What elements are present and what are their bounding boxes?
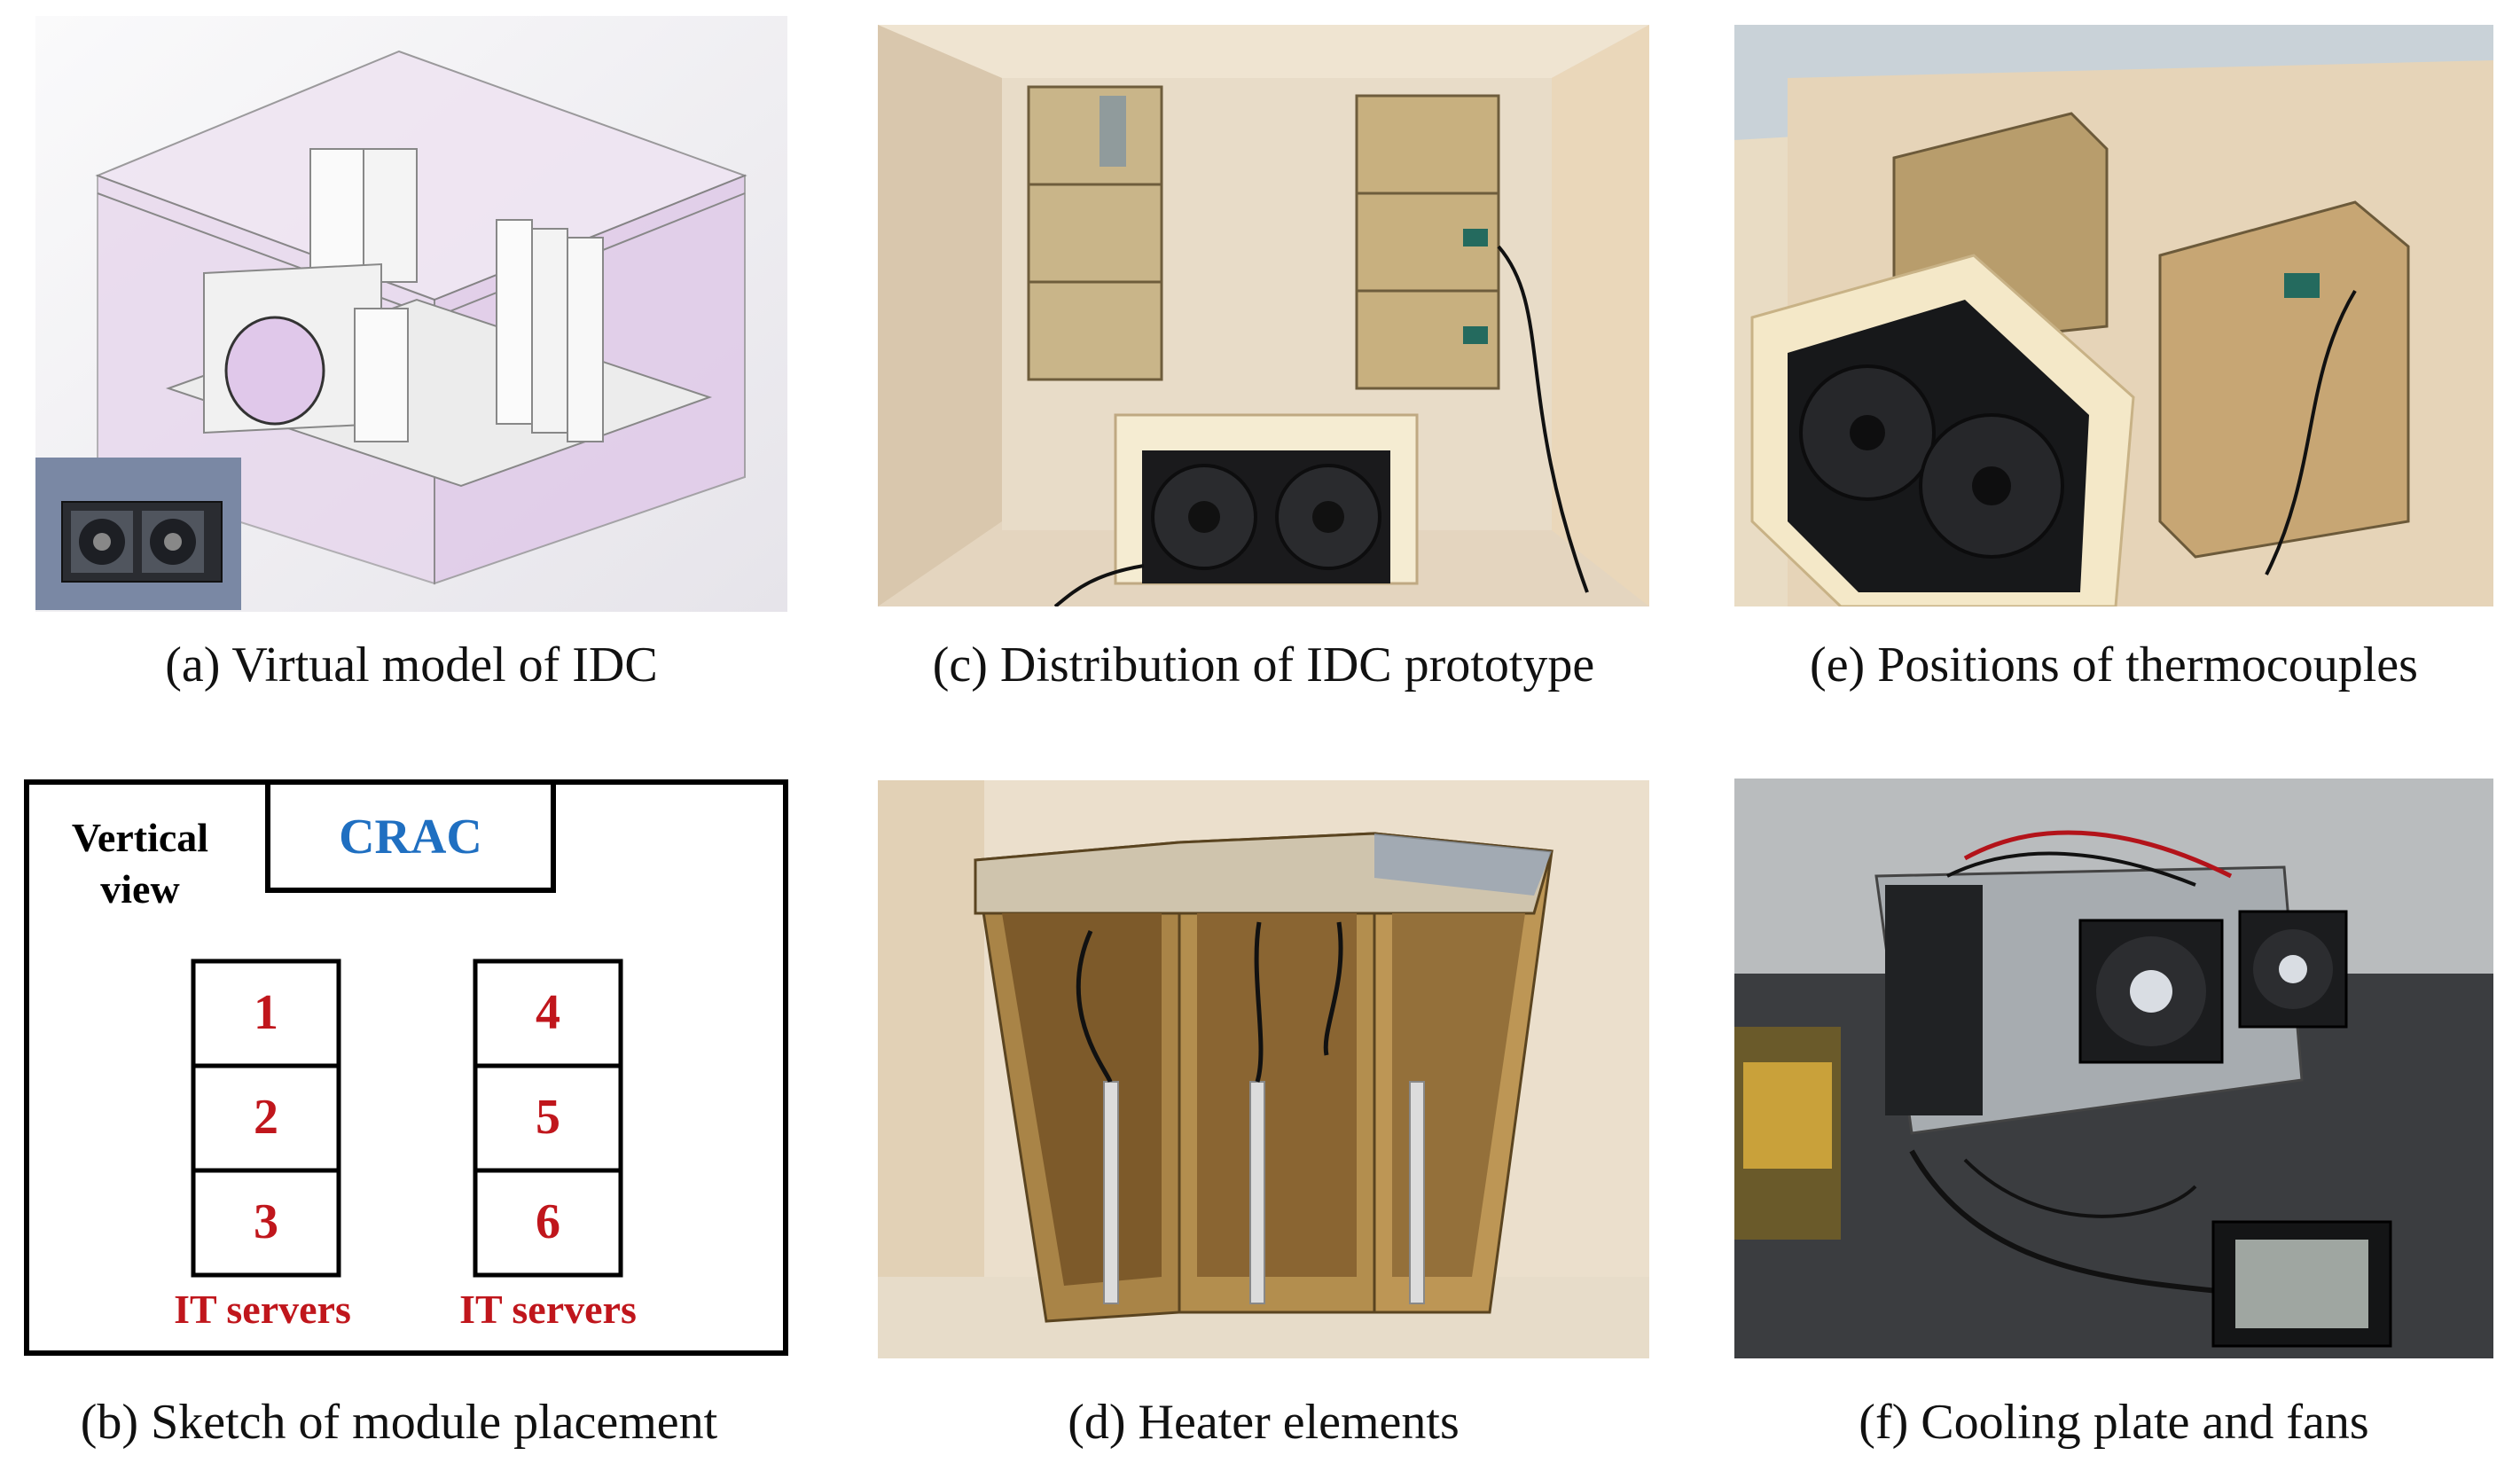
caption-a: (a) Virtual model of IDC (165, 638, 658, 693)
cooling-plate-image (1734, 779, 2493, 1358)
heater-elements-image (878, 780, 1649, 1358)
it-servers-label-right: IT servers (459, 1287, 637, 1332)
caption-b: (b) Sketch of module placement (80, 1395, 718, 1450)
caption-e: (e) Positions of thermocouples (1810, 638, 2418, 693)
caption-c: (c) Distribution of IDC prototype (932, 638, 1595, 693)
server-slot-1 (191, 959, 341, 1068)
module-placement-sketch: Vertical view CRAC 1 2 3 4 5 6 IT server… (23, 779, 789, 1357)
server-slot-5 (473, 1063, 623, 1173)
server-label-2: 2 (254, 1090, 278, 1145)
module-inset-image (35, 458, 241, 610)
view-label-line2: view (100, 866, 179, 912)
server-slot-4 (473, 959, 623, 1068)
server-label-1: 1 (254, 985, 278, 1040)
caption-d: (d) Heater elements (1068, 1395, 1460, 1450)
server-slot-3 (191, 1168, 341, 1278)
crac-box (265, 779, 556, 893)
server-slot-6 (473, 1168, 623, 1278)
server-label-3: 3 (254, 1194, 278, 1249)
thermocouple-positions-image (1734, 25, 2493, 606)
server-label-5: 5 (536, 1090, 560, 1145)
server-label-6: 6 (536, 1194, 560, 1249)
crac-label: CRAC (339, 810, 482, 865)
server-label-4: 4 (536, 985, 560, 1040)
view-label-line1: Vertical (72, 815, 208, 860)
prototype-distribution-image (878, 25, 1649, 606)
it-servers-label-left: IT servers (174, 1287, 351, 1332)
caption-f: (f) Cooling plate and fans (1859, 1395, 2369, 1450)
server-slot-2 (191, 1063, 341, 1173)
